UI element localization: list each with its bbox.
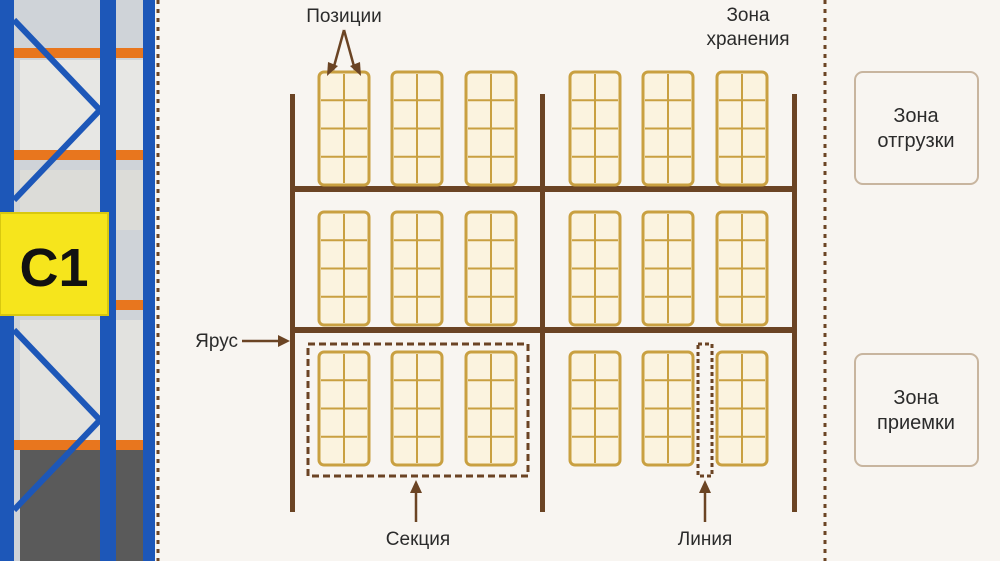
storage-zone-label-line2: хранения — [706, 29, 789, 50]
rack-brace — [11, 327, 103, 423]
rack-brace — [11, 417, 103, 513]
rack-beam — [0, 48, 155, 58]
shipping-zone-label-line1: Зона — [893, 105, 939, 127]
section-label: Секция — [386, 529, 450, 550]
stored-box — [20, 320, 150, 440]
location-sign-code: C1 — [19, 238, 88, 298]
arrow-head-icon — [350, 62, 361, 76]
receiving-zone-label-line2: приемки — [877, 412, 955, 434]
receiving-zone-frame — [854, 353, 979, 467]
location-sign — [0, 212, 109, 316]
rack-post — [290, 94, 295, 512]
rack-post — [540, 94, 545, 512]
tier-beam — [290, 186, 797, 192]
arrow-head-icon — [410, 480, 422, 493]
rack-upright — [143, 0, 155, 561]
rack-beam — [0, 150, 155, 160]
arrow-head-icon — [327, 62, 338, 76]
storage-zone-label-line1: Зона — [726, 5, 770, 26]
stored-box — [20, 60, 150, 150]
positions-arrow — [342, 29, 357, 71]
receiving-zone-box: Зона приемки — [854, 353, 979, 467]
receiving-zone-label-line1: Зона — [893, 387, 939, 409]
shipping-zone-label-line2: отгрузки — [877, 130, 954, 152]
line-outline — [696, 342, 714, 478]
pallet-grid — [317, 70, 769, 467]
tier-beam — [290, 327, 797, 333]
rack-post — [792, 94, 797, 512]
rack-frame — [290, 94, 797, 512]
section-outline — [306, 342, 530, 478]
arrow-head-icon — [278, 335, 290, 347]
stored-box — [20, 450, 150, 561]
positions-arrow — [331, 29, 346, 71]
shipping-zone-frame — [854, 71, 979, 185]
positions-label: Позиции — [306, 6, 381, 27]
arrow-head-icon — [699, 480, 711, 493]
line-label: Линия — [678, 529, 732, 550]
warehouse-rack-photo: C1 — [0, 0, 155, 561]
tier-label: Ярус — [195, 331, 238, 352]
rack-brace — [11, 107, 103, 203]
shipping-zone-box: Зона отгрузки — [854, 71, 979, 185]
rack-brace — [11, 17, 103, 113]
